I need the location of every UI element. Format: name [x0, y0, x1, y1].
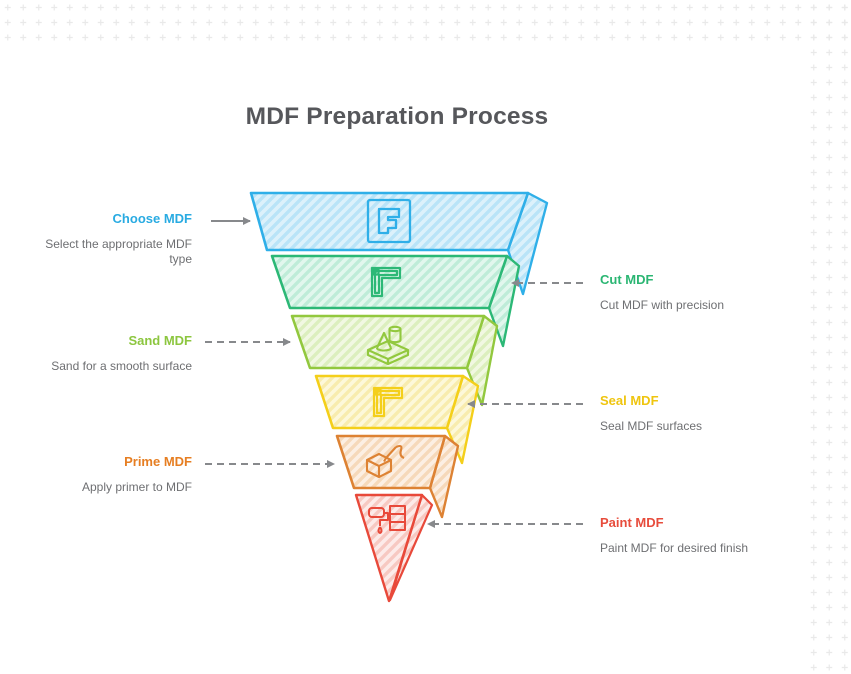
page-title: MDF Preparation Process	[245, 103, 549, 130]
step-label-paint: Paint MDF Paint MDF for desired finish	[600, 515, 790, 556]
dot-grid-top-band	[0, 0, 851, 45]
step-title-choose: Choose MDF	[112, 211, 192, 226]
funnel-side-faces	[388, 191, 549, 602]
3d-shapes-icon	[366, 325, 410, 366]
step-label-cut: Cut MDF Cut MDF with precision	[600, 272, 790, 313]
step-title-prime: Prime MDF	[124, 454, 192, 469]
step-description-choose: Select the appropriate MDF type	[45, 236, 192, 266]
funnel-level-prime	[335, 434, 447, 490]
funnel-level-paint	[354, 493, 424, 603]
step-description-prime: Apply primer to MDF	[81, 479, 192, 494]
step-description-paint: Paint MDF for desired finish	[600, 540, 749, 555]
step-label-sand: Sand MDF Sand for a smooth surface	[34, 333, 192, 374]
mdf-board-icon	[366, 198, 412, 244]
primer-cube-pen-icon	[365, 444, 405, 479]
funnel-level-choose	[249, 191, 530, 252]
step-label-seal: Seal MDF Seal MDF surfaces	[600, 393, 790, 434]
dot-grid-right-band	[805, 0, 851, 674]
level-choose-front-face	[249, 191, 530, 252]
step-label-prime: Prime MDF Apply primer to MDF	[34, 454, 192, 495]
step-title-seal: Seal MDF	[600, 393, 659, 408]
corner-square-icon	[372, 386, 404, 418]
funnel-level-cut	[270, 254, 509, 310]
step-description-seal: Seal MDF surfaces	[600, 418, 703, 433]
step-title-cut: Cut MDF	[600, 272, 654, 287]
funnel-level-seal	[314, 374, 465, 430]
funnel-level-sand	[290, 314, 486, 370]
step-description-sand: Sand for a smooth surface	[51, 358, 192, 373]
level-seal-front-face	[314, 374, 465, 430]
step-description-cut: Cut MDF with precision	[600, 297, 725, 312]
step-title-sand: Sand MDF	[128, 333, 192, 348]
level-cut-front-face	[270, 254, 509, 310]
step-title-paint: Paint MDF	[600, 515, 664, 530]
step-label-choose: Choose MDF Select the appropriate MDF ty…	[34, 211, 192, 267]
paint-roller-icon	[368, 505, 406, 534]
corner-square-icon	[370, 266, 402, 298]
connector-arrows	[205, 217, 583, 528]
